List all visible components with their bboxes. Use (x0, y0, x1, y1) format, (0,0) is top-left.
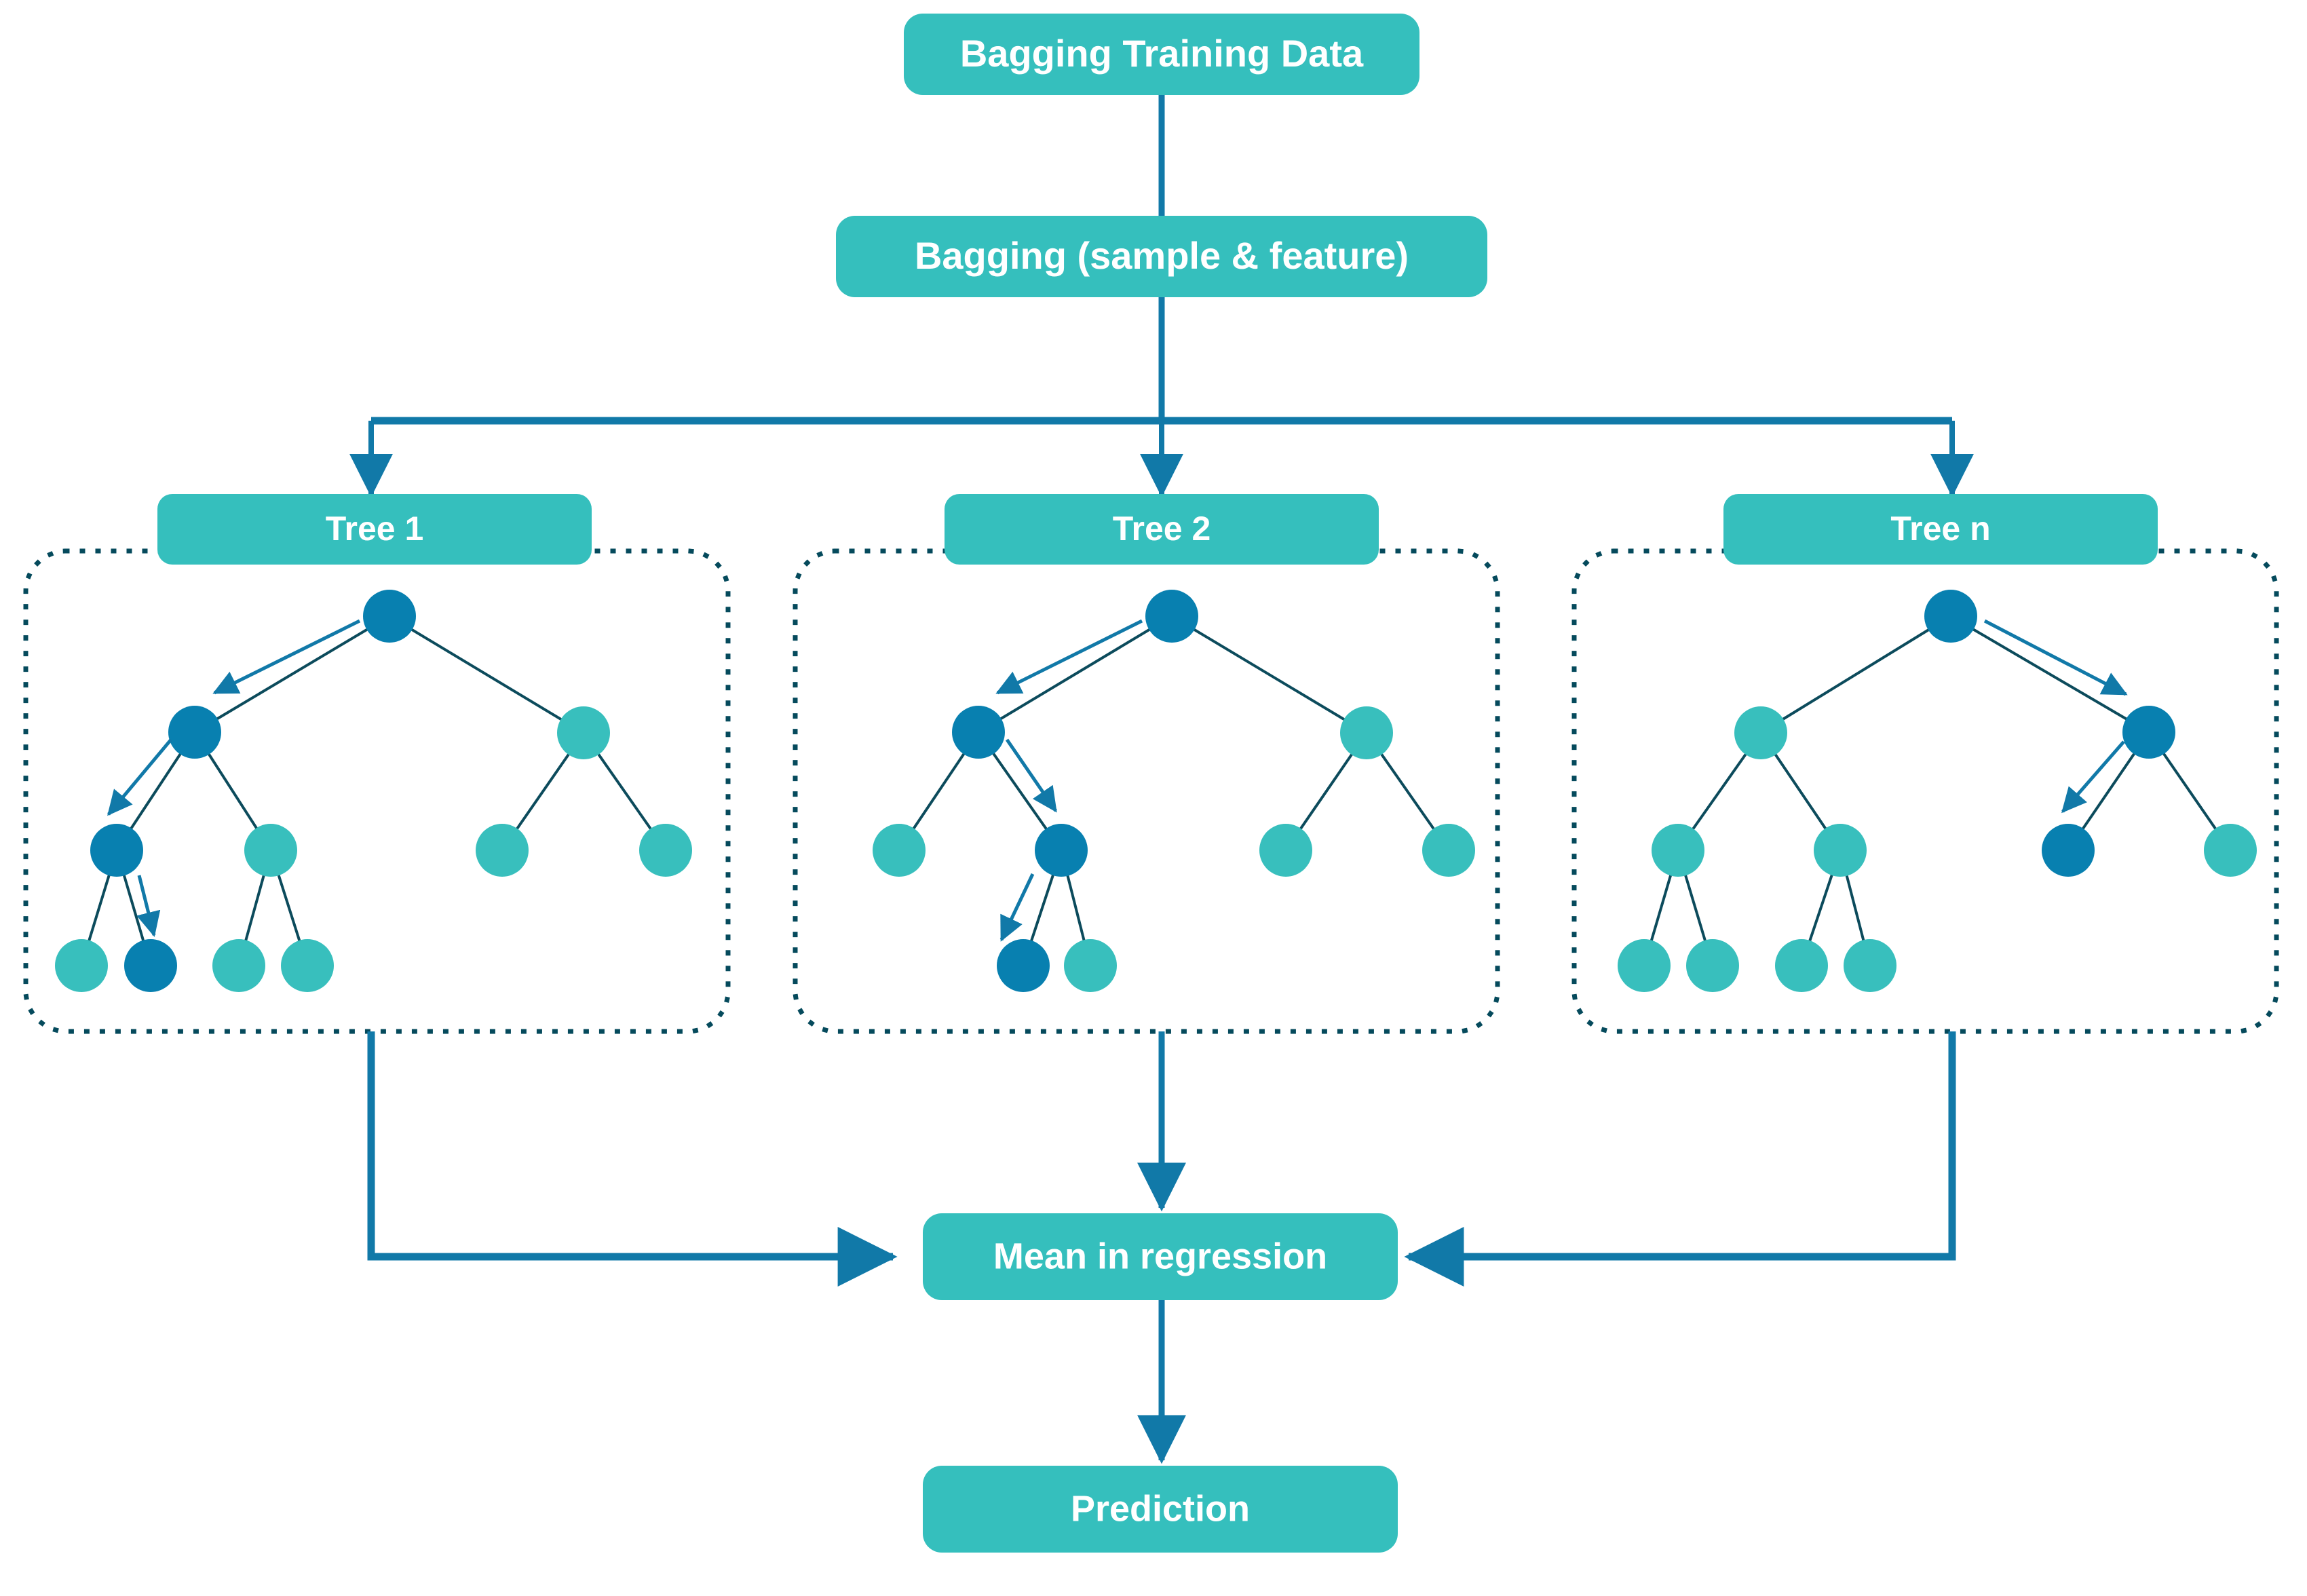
box-mean-in-regression[interactable]: Mean in regression (923, 1213, 1398, 1300)
tree-n-node-lf2[interactable] (1686, 939, 1739, 992)
tree-1-edge (193, 615, 391, 734)
tree-nodes (55, 590, 2257, 992)
tree-1-node-lf2[interactable] (124, 939, 177, 992)
box-mean-in-regression-label: Mean in regression (993, 1236, 1327, 1276)
tree-1-node-r[interactable] (363, 590, 416, 643)
box-bagging-training-data-label: Bagging Training Data (960, 32, 1364, 75)
tree-2-node-r[interactable] (1145, 590, 1198, 643)
box-tree-2-header[interactable]: Tree 2 (945, 494, 1379, 565)
tree-n-node-r2a[interactable] (2042, 824, 2095, 877)
decision-path-arrows (107, 619, 2128, 942)
tree-n-node-r2b[interactable] (2204, 824, 2257, 877)
tree-edges (80, 615, 2232, 966)
tree-n-node-l2b[interactable] (1814, 824, 1867, 877)
tree-2-node-r1[interactable] (1340, 706, 1393, 759)
tree-2-node-r2b[interactable] (1422, 824, 1475, 877)
tree-n-path-arrow-1 (1983, 619, 2128, 696)
tree-n-edge (1759, 615, 1952, 734)
tree-n-path-arrow-2 (2061, 740, 2125, 814)
tree-1-node-r2b[interactable] (639, 824, 692, 877)
tree-n-node-l2a[interactable] (1652, 824, 1704, 877)
tree-n-node-lf4[interactable] (1844, 939, 1896, 992)
tree-1-node-lf4[interactable] (281, 939, 334, 992)
connector-tree-1-to-mean (367, 1031, 898, 1287)
tree-2-node-r2a[interactable] (1259, 824, 1312, 877)
tree-2-path-arrow-2 (1005, 738, 1058, 813)
tree-2-node-lf1[interactable] (997, 939, 1050, 992)
tree-n-node-lf3[interactable] (1775, 939, 1828, 992)
box-bagging-sample-feature-bg (836, 216, 1487, 297)
tree-2-node-l2a[interactable] (873, 824, 926, 877)
box-tree-1-header[interactable]: Tree 1 (157, 494, 592, 565)
box-tree-1-header-bg (157, 494, 592, 565)
box-prediction[interactable]: Prediction (923, 1466, 1398, 1553)
box-prediction-bg (923, 1466, 1398, 1553)
tree-1-edge (388, 615, 585, 734)
tree-2-edge (1170, 615, 1368, 734)
tree-1-node-r2a[interactable] (476, 824, 529, 877)
tree-1-node-l1[interactable] (168, 706, 221, 759)
tree-2-path-arrow-1 (995, 619, 1143, 695)
tree-1-node-l2a[interactable] (90, 824, 143, 877)
box-bagging-training-data-bg (904, 14, 1419, 95)
tree-2-path-arrow-3 (999, 873, 1035, 942)
box-tree-2-header-label: Tree 2 (1113, 510, 1211, 548)
tree-1-node-lf3[interactable] (212, 939, 265, 992)
connector-tree-n-to-mean (1404, 1031, 1956, 1287)
tree-n-node-r[interactable] (1924, 590, 1977, 643)
flow-connectors (349, 95, 1974, 1464)
tree-1-path-arrow-1 (212, 619, 361, 695)
tree-1-node-l2b[interactable] (244, 824, 297, 877)
tree-2-node-l1[interactable] (952, 706, 1005, 759)
tree-n-node-lf1[interactable] (1618, 939, 1671, 992)
box-mean-in-regression-bg (923, 1213, 1398, 1300)
box-prediction-label: Prediction (1071, 1488, 1250, 1529)
tree-1-node-r1[interactable] (557, 706, 610, 759)
box-tree-n-header[interactable]: Tree n (1723, 494, 2158, 565)
tree-2-edge (977, 615, 1173, 734)
tree-2-node-lf2[interactable] (1064, 939, 1117, 992)
box-bagging-training-data[interactable]: Bagging Training Data (904, 14, 1419, 95)
tree-1-node-lf1[interactable] (55, 939, 108, 992)
box-tree-n-header-bg (1723, 494, 2158, 565)
box-tree-n-header-label: Tree n (1890, 510, 1990, 548)
box-bagging-sample-feature-label: Bagging (sample & feature) (915, 234, 1409, 277)
tree-n-edge (1949, 615, 2150, 734)
tree-1-path-arrow-3 (136, 875, 161, 937)
box-bagging-sample-feature[interactable]: Bagging (sample & feature) (836, 216, 1487, 297)
tree-2-node-l2b[interactable] (1035, 824, 1088, 877)
tree-n-node-l1[interactable] (1734, 706, 1787, 759)
box-tree-1-header-label: Tree 1 (326, 510, 424, 548)
tree-n-node-r1[interactable] (2122, 706, 2175, 759)
box-tree-2-header-bg (945, 494, 1379, 565)
tree-1-path-arrow-2 (107, 738, 172, 816)
